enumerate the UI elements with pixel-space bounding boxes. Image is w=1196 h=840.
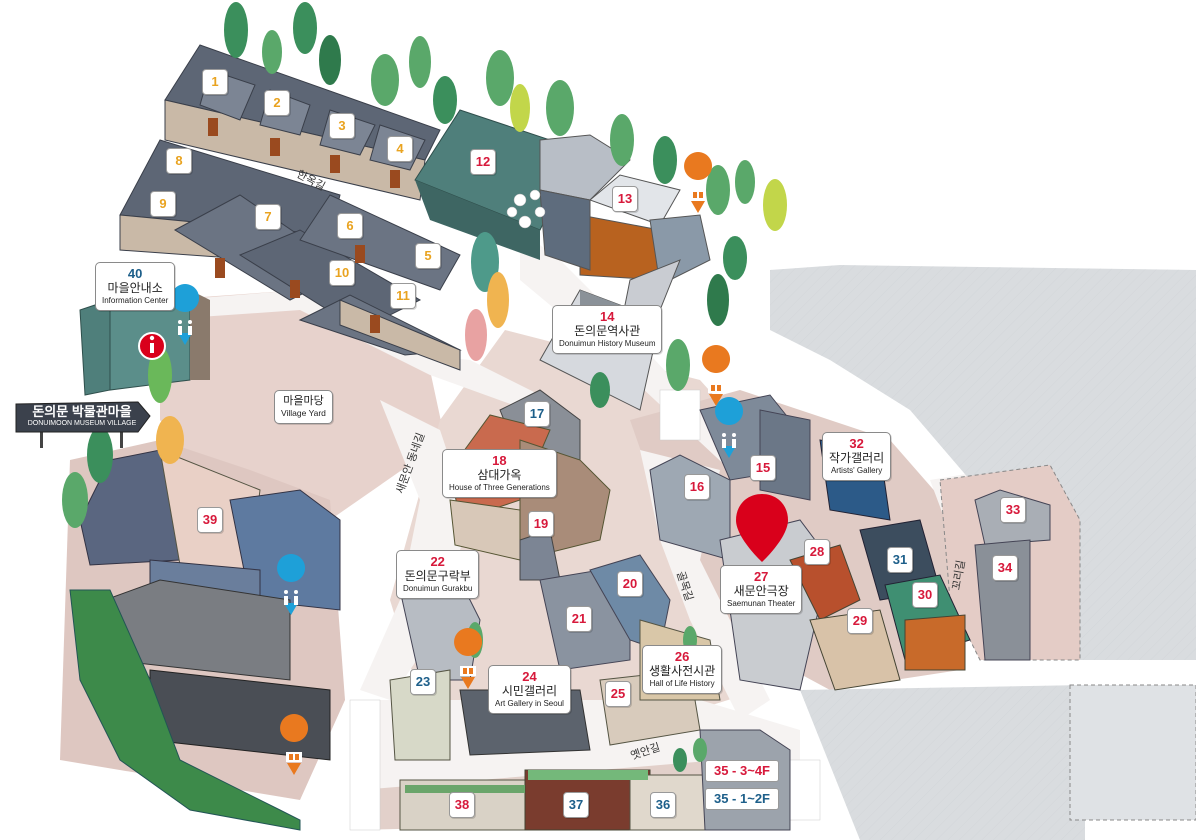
restroom-icon[interactable] [277,554,306,615]
elevator-icon[interactable] [454,628,483,689]
blossom-tree [506,189,546,229]
hanok-number-3[interactable]: 3 [329,113,355,139]
crosswalks [349,389,821,831]
building-number-36[interactable]: 36 [650,792,676,818]
building-number-31[interactable]: 31 [887,547,913,573]
label-number: 27 [753,569,769,584]
hanok-doors [208,118,400,333]
hanok-number-9[interactable]: 9 [150,191,176,217]
label-english: Donuimun History Museum [559,339,656,348]
label-korean: 새문안극장 [733,584,789,598]
building-number-13[interactable]: 13 [612,186,638,212]
elevator-icon[interactable] [684,152,713,213]
hanok-number-6[interactable]: 6 [337,213,363,239]
label-english: Saemunan Theater [727,599,796,608]
label-korean: 마을마당 [283,395,324,407]
hanok-number-10[interactable]: 10 [329,260,355,286]
location-pin-icon[interactable] [736,494,788,562]
hanok-number-11[interactable]: 11 [390,283,416,309]
building-number-34[interactable]: 34 [992,555,1018,581]
label-info-center[interactable]: 40 마을안내소 Information Center [95,262,176,311]
label-number: 22 [430,554,445,569]
label-life-history[interactable]: 26 생활사전시관 Hall of Life History [642,645,723,694]
building-number-17[interactable]: 17 [524,401,550,427]
elevator-icon[interactable] [702,345,731,406]
building-number-38[interactable]: 38 [449,792,475,818]
building-number-19[interactable]: 19 [528,511,554,537]
label-english: Village Yard [281,408,326,418]
label-korean: 삼대가옥 [477,468,522,482]
building-number-28[interactable]: 28 [804,539,830,565]
building-number-30[interactable]: 30 [912,582,938,608]
building-number-12[interactable]: 12 [470,149,496,175]
restroom-icon[interactable] [171,284,200,345]
restroom-icon[interactable] [715,397,744,458]
label-citizen-gallery[interactable]: 24 시민갤러리 Art Gallery in Seoul [488,665,571,714]
building-number-29[interactable]: 29 [847,608,873,634]
label-history-museum[interactable]: 14 돈의문역사관 Donuimun History Museum [552,305,663,354]
sign-korean: 돈의문 박물관마을 [32,404,132,419]
elevator-icon[interactable] [280,714,309,775]
label-korean: 생활사전시관 [649,664,716,678]
building-number-15[interactable]: 15 [750,455,776,481]
label-number: 14 [600,309,615,324]
label-english: Information Center [102,296,169,305]
label-korean: 작가갤러리 [829,451,885,465]
label-korean: 마을안내소 [107,281,163,295]
hanok-number-5[interactable]: 5 [415,243,441,269]
hanok-number-8[interactable]: 8 [166,148,192,174]
floor-badge-35-upper[interactable]: 35 - 3~4F [705,760,779,782]
label-artists-gallery[interactable]: 32 작가갤러리 Artists' Gallery [822,432,892,481]
label-gurakbu[interactable]: 22 돈의문구락부 Donuimun Gurakbu [396,550,480,599]
building-number-25[interactable]: 25 [605,681,631,707]
label-korean: 돈의문역사관 [574,324,641,338]
building-number-16[interactable]: 16 [684,474,710,500]
building-number-21[interactable]: 21 [566,606,592,632]
label-number: 40 [127,266,143,281]
hanok-number-1[interactable]: 1 [202,69,228,95]
sign-english: DONUIMOON MUSEUM VILLAGE [27,420,137,427]
building-number-37[interactable]: 37 [563,792,589,818]
building-number-39[interactable]: 39 [197,507,223,533]
hanok-number-4[interactable]: 4 [387,136,413,162]
floor-badge-35-lower[interactable]: 35 - 1~2F [705,788,779,810]
label-number: 18 [492,453,507,468]
building-number-33[interactable]: 33 [1000,497,1026,523]
info-icon[interactable] [138,332,166,360]
label-number: 32 [849,436,864,451]
village-sign: 돈의문 박물관마을 DONUIMOON MUSEUM VILLAGE [16,402,146,432]
label-korean: 돈의문구락부 [404,569,471,583]
label-three-generations[interactable]: 18 삼대가옥 House of Three Generations [442,449,557,498]
buildings-27-34 [719,489,1051,691]
label-english: Hall of Life History [649,679,715,688]
label-english: Donuimun Gurakbu [403,584,473,593]
teal-building-12 [414,109,631,260]
building-number-23[interactable]: 23 [410,669,436,695]
label-number: 26 [674,649,690,664]
building-number-20[interactable]: 20 [617,571,643,597]
label-korean: 시민갤러리 [501,684,558,698]
building-39-complex [69,449,341,831]
label-number: 24 [522,669,537,684]
hanok-number-2[interactable]: 2 [264,90,290,116]
label-english: Art Gallery in Seoul [495,699,564,708]
trees [62,2,787,772]
label-village-yard[interactable]: 마을마당 Village Yard [274,390,333,424]
village-sign-board [15,401,151,448]
buildings-19-26 [389,554,721,761]
label-english: House of Three Generations [449,483,550,492]
hanok-number-7[interactable]: 7 [255,204,281,230]
label-english: Artists' Gallery [830,466,883,475]
label-theater[interactable]: 27 새문안극장 Saemunan Theater [720,565,803,614]
